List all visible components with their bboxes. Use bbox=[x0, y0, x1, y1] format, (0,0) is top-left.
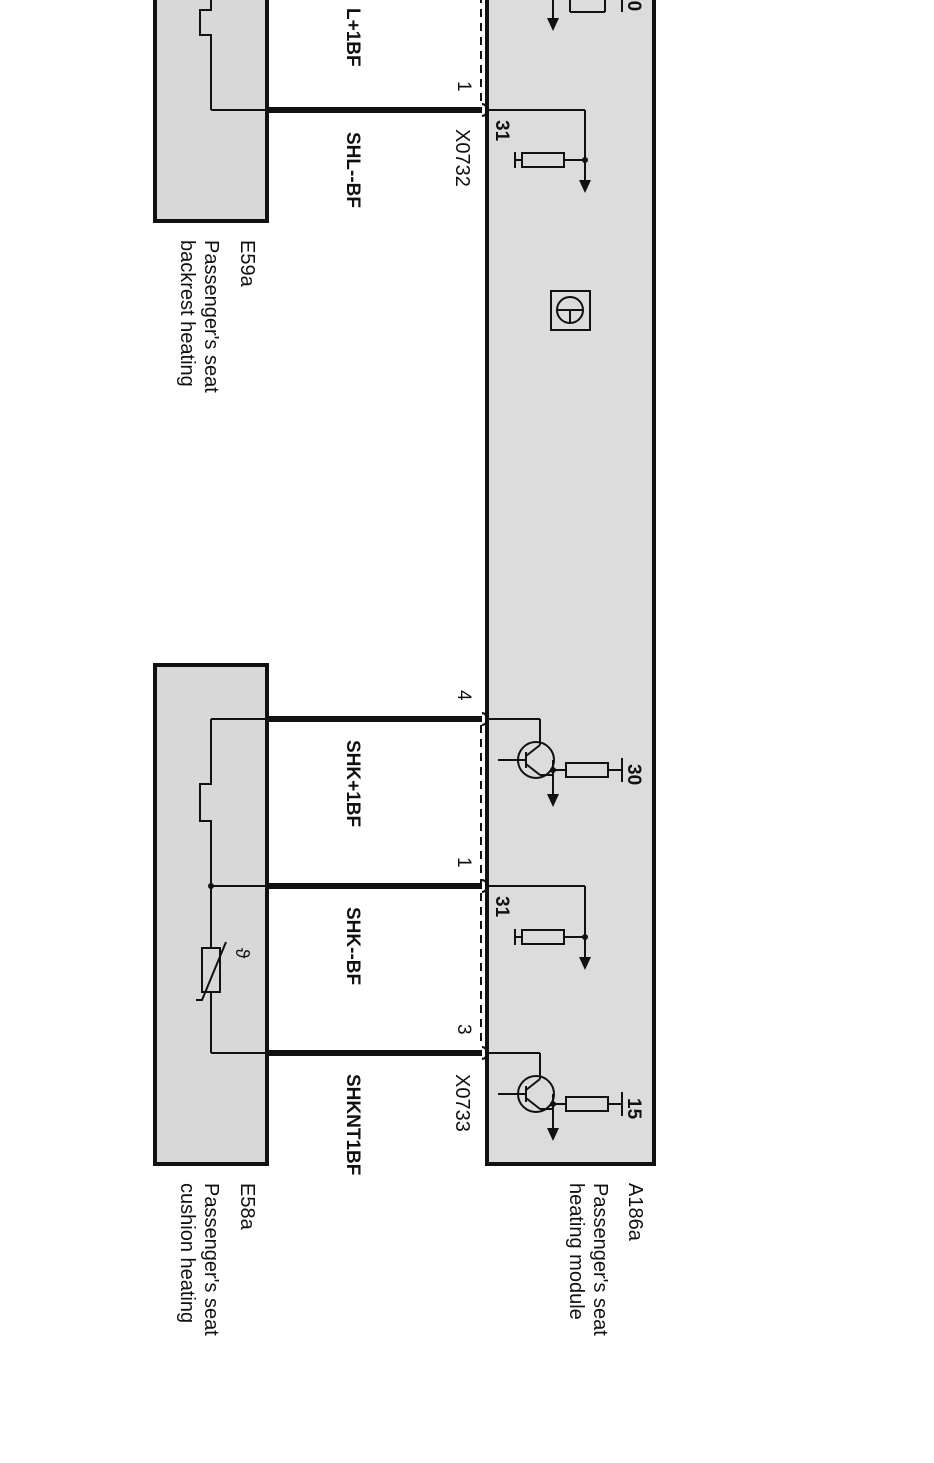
backrest-name-line2: backrest heating bbox=[176, 240, 198, 387]
wire-label-shl-plus: L+1BF bbox=[342, 8, 363, 67]
wire-label-shk-minus: SHK--BF bbox=[342, 907, 363, 985]
cushion-id-label: E58a bbox=[236, 1183, 258, 1231]
module-name-line1: Passenger's seat bbox=[589, 1183, 611, 1336]
terminal-30-top-label: 30 bbox=[623, 0, 644, 11]
backrest-heating-element-icon bbox=[199, 0, 267, 111]
shk-minus-ground-circuit bbox=[487, 885, 591, 970]
connector-label-x0733: X0733 bbox=[451, 1074, 473, 1132]
pin-label-shl-minus: 1 bbox=[453, 81, 474, 92]
backrest-ground-circuit bbox=[487, 109, 591, 193]
sensor-symbol-label: ϑ bbox=[231, 948, 252, 959]
wire-label-shk-plus: SHK+1BF bbox=[342, 740, 363, 827]
module-name-line2: heating module bbox=[565, 1183, 587, 1320]
backrest-id-label: E59a bbox=[236, 240, 258, 288]
wire-label-shl-minus: SHL--BF bbox=[342, 132, 363, 208]
backrest-name-line1: Passenger's seat bbox=[200, 240, 222, 393]
pin-label-shk-plus: 4 bbox=[453, 690, 474, 701]
connector-x0732-pin1-icon bbox=[481, 103, 488, 117]
cushion-name-line2: cushion heating bbox=[176, 1183, 198, 1323]
connector-x0733-pin3-icon bbox=[481, 1046, 488, 1060]
terminal-30-shk-label: 30 bbox=[623, 764, 644, 785]
pin-label-shknt: 3 bbox=[453, 1024, 474, 1035]
shknt-transistor-icon bbox=[487, 1052, 623, 1141]
cushion-name-line1: Passenger's seat bbox=[200, 1183, 222, 1336]
module-id-label: A186a bbox=[624, 1183, 646, 1242]
terminal-31-backrest-label: 31 bbox=[491, 120, 512, 142]
electronic-module-icon bbox=[550, 290, 591, 331]
terminal-31-shk-label: 31 bbox=[491, 896, 512, 918]
terminal-15-shknt-label: 15 bbox=[623, 1098, 644, 1120]
connector-x0733-pin4-icon bbox=[481, 712, 488, 726]
heating-module-box bbox=[485, 0, 656, 1166]
shk-plus-transistor-icon bbox=[487, 718, 623, 807]
temperature-sensor-icon bbox=[196, 886, 267, 1054]
wire-label-shknt: SHKNT1BF bbox=[342, 1074, 363, 1175]
connector-label-x0732: X0732 bbox=[451, 129, 473, 187]
pin-label-shk-minus: 1 bbox=[453, 857, 474, 868]
top-partial-transistor-circuit bbox=[547, 0, 623, 31]
cushion-heating-element-icon bbox=[199, 718, 267, 889]
connector-x0733-pin1-icon bbox=[481, 879, 488, 893]
